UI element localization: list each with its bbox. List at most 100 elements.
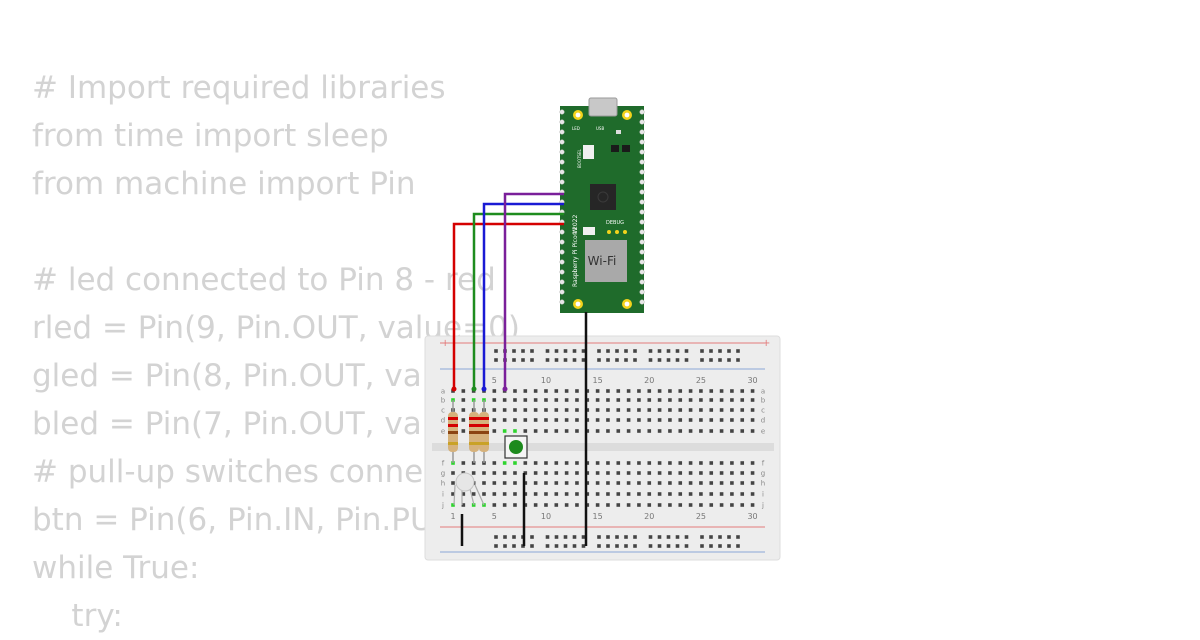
breadboard-hole [513, 429, 517, 433]
breadboard-hole [554, 544, 559, 548]
plus-mark: + [762, 338, 770, 349]
breadboard-hole [740, 408, 745, 412]
breadboard-hole [502, 408, 507, 412]
breadboard-hole [451, 503, 455, 507]
row-letter: f [762, 460, 765, 468]
breadboard-hole [684, 349, 689, 353]
breadboard-hole [523, 398, 528, 402]
breadboard-hole [575, 398, 579, 402]
breadboard-hole [626, 461, 631, 465]
breadboard-hole [647, 418, 652, 422]
breadboard-hole [595, 429, 600, 433]
pico-pin-headers [559, 109, 645, 305]
breadboard-hole [709, 358, 713, 362]
pico-pin [559, 269, 565, 275]
column-number: 10 [541, 512, 551, 521]
breadboard-hole [719, 461, 724, 465]
breadboard-hole [554, 535, 559, 539]
breadboard-hole [564, 408, 569, 412]
row-letter: h [441, 480, 445, 488]
push-button[interactable] [504, 435, 528, 459]
breadboard-hole [718, 535, 722, 539]
breadboard-hole [647, 471, 652, 475]
breadboard-hole [730, 492, 734, 496]
breadboard-hole [513, 398, 517, 402]
pico-pin [639, 269, 645, 275]
breadboard-hole [606, 408, 610, 412]
breadboard-hole [554, 471, 559, 475]
breadboard-hole [523, 492, 528, 496]
code-line: rled = Pin(9, Pin.OUT, value=0) [32, 310, 520, 346]
breadboard-hole [545, 358, 550, 362]
wires [451, 192, 588, 546]
breadboard-hole [719, 398, 724, 402]
breadboard-hole [647, 398, 652, 402]
breadboard-hole [513, 389, 517, 393]
breadboard-hole [699, 471, 703, 475]
breadboard-hole [730, 461, 734, 465]
breadboard-hole [657, 481, 662, 485]
breadboard-hole [530, 349, 534, 353]
breadboard-hole [544, 503, 548, 507]
breadboard-hole [750, 418, 755, 422]
breadboard-hole [581, 535, 586, 539]
breadboard-hole [606, 492, 610, 496]
breadboard-hole [581, 544, 586, 548]
breadboard-hole [595, 492, 600, 496]
breadboard-hole [624, 535, 628, 539]
breadboard-hole [688, 481, 693, 485]
breadboard-hole [700, 535, 704, 539]
breadboard-hole [554, 492, 559, 496]
rp2040-chip [590, 184, 616, 210]
pico-pin [639, 209, 645, 215]
breadboard-hole [730, 398, 734, 402]
breadboard-hole [513, 408, 517, 412]
breadboard-hole [595, 481, 600, 485]
breadboard-hole [647, 429, 652, 433]
smd-component [611, 145, 619, 152]
breadboard-hole [719, 429, 724, 433]
breadboard-hole [657, 389, 662, 393]
breadboard-hole [575, 429, 579, 433]
breadboard-hole [585, 398, 590, 402]
breadboard-hole [750, 492, 755, 496]
breadboard-hole [709, 349, 713, 353]
column-number: 25 [696, 376, 706, 385]
breadboard-hole [554, 349, 559, 353]
breadboard-hole [678, 408, 683, 412]
breadboard-hole [719, 389, 724, 393]
breadboard-hole [688, 461, 693, 465]
breadboard-hole [657, 492, 662, 496]
breadboard-hole [668, 408, 672, 412]
breadboard-hole [502, 461, 507, 465]
breadboard-hole [585, 461, 590, 465]
push-button-cap[interactable] [509, 440, 523, 454]
breadboard-hole [750, 461, 755, 465]
breadboard-hole [606, 389, 610, 393]
breadboard-hole [575, 481, 579, 485]
bootsel-button[interactable] [583, 145, 594, 159]
breadboard-hole [606, 398, 610, 402]
breadboard-hole [554, 503, 559, 507]
row-letter: g [441, 470, 445, 478]
breadboard-hole [461, 503, 466, 507]
breadboard-hole [666, 535, 671, 539]
breadboard-hole [482, 471, 486, 475]
breadboard-hole [736, 358, 740, 362]
pico-pin [639, 149, 645, 155]
breadboard-hole [502, 398, 507, 402]
breadboard-hole [699, 461, 703, 465]
breadboard-hole [675, 349, 680, 353]
breadboard-hole [606, 471, 610, 475]
breadboard-hole [666, 358, 671, 362]
breadboard-hole [657, 418, 662, 422]
column-number: 30 [747, 512, 757, 521]
row-letter: c [441, 407, 445, 415]
breadboard-hole [657, 471, 662, 475]
breadboard-hole [523, 389, 528, 393]
smd-component [616, 130, 621, 134]
breadboard-hole [684, 358, 689, 362]
column-number: 15 [593, 512, 603, 521]
center-channel [432, 443, 774, 451]
breadboard-hole [700, 544, 704, 548]
